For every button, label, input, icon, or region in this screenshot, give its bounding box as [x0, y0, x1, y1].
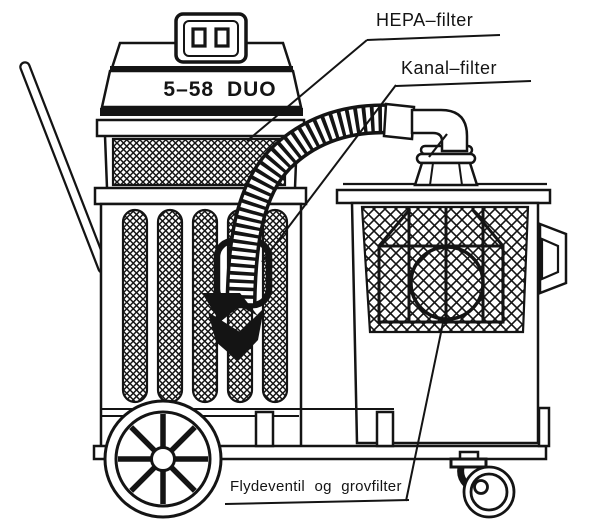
- spoked-wheel: [103, 399, 223, 519]
- box-lid: [335, 188, 552, 205]
- flyde-leader: [405, 317, 445, 502]
- callout-float-valve: Flydeventil og grovfilter: [230, 478, 402, 495]
- hose-nozzle: [202, 293, 264, 361]
- model-label: 5–58 DUO: [163, 78, 277, 101]
- wheel-hub: [150, 446, 176, 472]
- support-foot-right: [375, 410, 395, 448]
- leader-lines: [224, 34, 532, 505]
- power-switch-box: [174, 12, 248, 64]
- kanal-underline: [395, 80, 532, 87]
- motor-head: [100, 12, 303, 116]
- filter-tank: [99, 202, 303, 449]
- callout-kanal-filter: Kanal–filter: [401, 58, 498, 78]
- suction-hose: [225, 102, 469, 304]
- caster-wheel: [449, 450, 516, 519]
- push-handle: [19, 61, 109, 274]
- callout-hepa-filter: HEPA–filter: [376, 10, 474, 30]
- support-foot-left: [254, 410, 275, 448]
- float-valve-circle: [409, 245, 485, 321]
- flyde-underline: [224, 499, 410, 505]
- switch-button-right: [214, 27, 230, 48]
- side-latch: [538, 222, 568, 295]
- rear-bracket: [537, 406, 551, 448]
- filter-box: [335, 144, 568, 448]
- kanal-leader: [261, 84, 397, 263]
- hose-cuff: [382, 102, 416, 141]
- hose-elbow: [410, 108, 469, 153]
- hepa-underline: [366, 34, 501, 41]
- vent-slots: [121, 208, 289, 404]
- model-band: [100, 69, 303, 109]
- switch-button-left: [191, 27, 207, 48]
- hepa-leader: [246, 39, 368, 142]
